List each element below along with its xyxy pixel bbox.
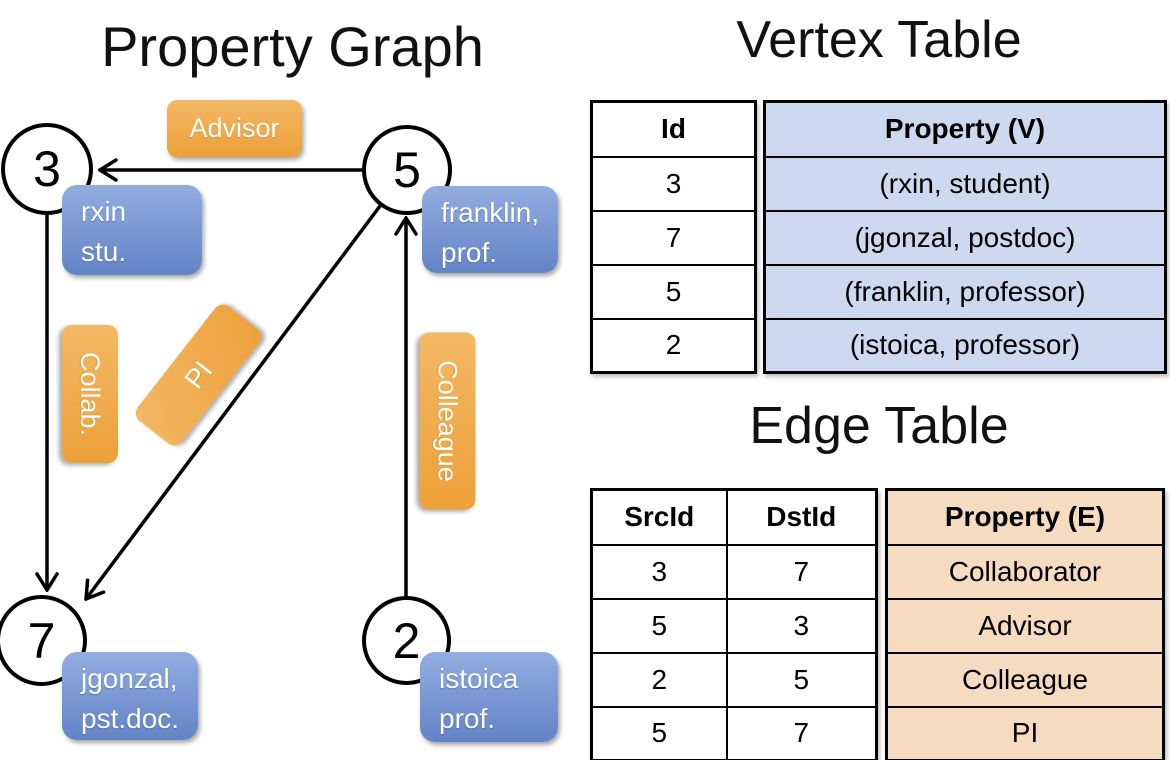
edge-dstid-cell: 7 xyxy=(725,543,878,600)
table-header-row: Property (E) xyxy=(885,488,1165,546)
edge-property-header: Property (E) xyxy=(885,488,1165,546)
edge-dstid-cell: 5 xyxy=(725,651,878,708)
property-line: prof. xyxy=(439,703,496,734)
edge-table-id-columns: SrcId DstId 3 7 5 3 2 5 5 7 xyxy=(590,488,878,760)
property-line: stu. xyxy=(81,236,127,267)
table-row: Advisor xyxy=(885,597,1165,654)
node-id-label: 3 xyxy=(33,141,61,197)
property-line: prof. xyxy=(441,237,498,268)
graph-node-5: 5 xyxy=(362,125,452,215)
table-row: (franklin, professor) xyxy=(763,263,1167,320)
edge-srcid-cell: 5 xyxy=(590,705,728,760)
edge-pi-5-to-7 xyxy=(86,204,382,599)
table-row: 5 3 xyxy=(590,597,878,654)
table-row: Colleague xyxy=(885,651,1165,708)
table-row: (jgonzal, postdoc) xyxy=(763,209,1167,266)
node-id-label: 7 xyxy=(27,612,56,669)
vertex-table-id-column: Id 3 7 5 2 xyxy=(590,100,757,374)
edge-table-title: Edge Table xyxy=(749,397,1009,455)
vertex-id-cell: 5 xyxy=(590,263,757,320)
table-header-row: Id xyxy=(590,100,757,158)
property-graph-title: Property Graph xyxy=(101,15,484,78)
edge-label-collab: Collab. xyxy=(62,325,118,463)
table-row: 2 5 xyxy=(590,651,878,708)
edge-label-colleague: Colleague xyxy=(419,332,476,510)
vertex-property-header: Property (V) xyxy=(763,100,1167,158)
graph-edges xyxy=(0,0,585,760)
edge-property-cell: PI xyxy=(885,705,1165,760)
table-row: 5 xyxy=(590,263,757,320)
node-id-label: 2 xyxy=(392,612,421,669)
graph-node-2: 2 xyxy=(362,596,451,685)
edge-srcid-cell: 5 xyxy=(590,597,728,654)
edge-dstid-header: DstId xyxy=(725,488,878,546)
vertex-id-cell: 2 xyxy=(590,317,757,374)
node-property-box-2: istoica prof. xyxy=(420,652,558,742)
property-line: rxin xyxy=(81,196,127,227)
table-row: 2 xyxy=(590,317,757,374)
edge-srcid-cell: 2 xyxy=(590,651,728,708)
vertex-property-cell: (jgonzal, postdoc) xyxy=(763,209,1167,266)
table-row: Collaborator xyxy=(885,543,1165,600)
vertex-table-property-column: Property (V) (rxin, student) (jgonzal, p… xyxy=(763,100,1167,374)
vertex-id-cell: 3 xyxy=(590,155,757,212)
table-row: 5 7 xyxy=(590,705,878,760)
table-header-row: SrcId DstId xyxy=(590,488,878,546)
vertex-id-header: Id xyxy=(590,100,757,158)
table-row: 3 7 xyxy=(590,543,878,600)
node-id-label: 5 xyxy=(393,142,421,198)
edge-property-cell: Collaborator xyxy=(885,543,1165,600)
vertex-property-cell: (istoica, professor) xyxy=(763,317,1167,374)
vertex-table-title: Vertex Table xyxy=(736,11,1022,69)
table-row: (rxin, student) xyxy=(763,155,1167,212)
table-row: 7 xyxy=(590,209,757,266)
edge-dstid-cell: 3 xyxy=(725,597,878,654)
edge-label-advisor: Advisor xyxy=(167,100,302,157)
node-property-box-7: jgonzal, pst.doc. xyxy=(62,652,198,740)
vertex-id-cell: 7 xyxy=(590,209,757,266)
table-row: (istoica, professor) xyxy=(763,317,1167,374)
vertex-property-cell: (franklin, professor) xyxy=(763,263,1167,320)
node-property-box-5: franklin, prof. xyxy=(422,186,558,273)
property-line: pst.doc. xyxy=(81,703,180,734)
edge-dstid-cell: 7 xyxy=(725,705,878,760)
table-row: 3 xyxy=(590,155,757,212)
edge-table-property-column: Property (E) Collaborator Advisor Collea… xyxy=(885,488,1165,760)
property-line: jgonzal, xyxy=(81,663,178,694)
edge-property-cell: Advisor xyxy=(885,597,1165,654)
vertex-property-cell: (rxin, student) xyxy=(763,155,1167,212)
edge-srcid-header: SrcId xyxy=(590,488,728,546)
node-property-box-3: rxin stu. xyxy=(62,185,202,275)
table-header-row: Property (V) xyxy=(763,100,1167,158)
property-line: franklin, xyxy=(441,197,540,228)
table-row: PI xyxy=(885,705,1165,760)
property-line: istoica xyxy=(439,663,519,694)
edge-property-cell: Colleague xyxy=(885,651,1165,708)
edge-srcid-cell: 3 xyxy=(590,543,728,600)
